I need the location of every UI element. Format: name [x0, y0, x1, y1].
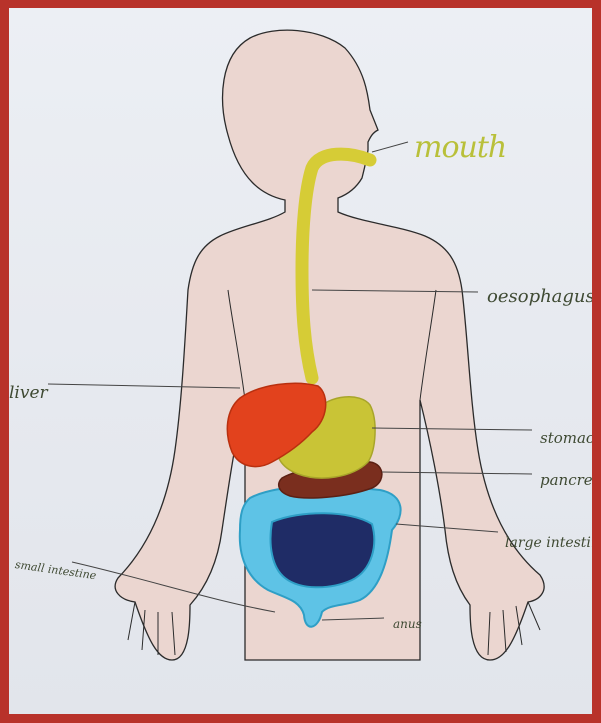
label-pancreas: pancreas [540, 471, 592, 489]
label-liver: liver [9, 383, 48, 403]
label-large-intestine: large intestine [505, 535, 592, 551]
body-illustration [9, 8, 592, 714]
label-esophagus: oesophagus [487, 286, 592, 307]
paper-sheet: mouth oesophagus liver stomach pancreas … [9, 8, 592, 714]
label-stomach: stomach [540, 429, 592, 447]
label-mouth: mouth [414, 130, 506, 165]
label-anus: anus [393, 617, 422, 631]
